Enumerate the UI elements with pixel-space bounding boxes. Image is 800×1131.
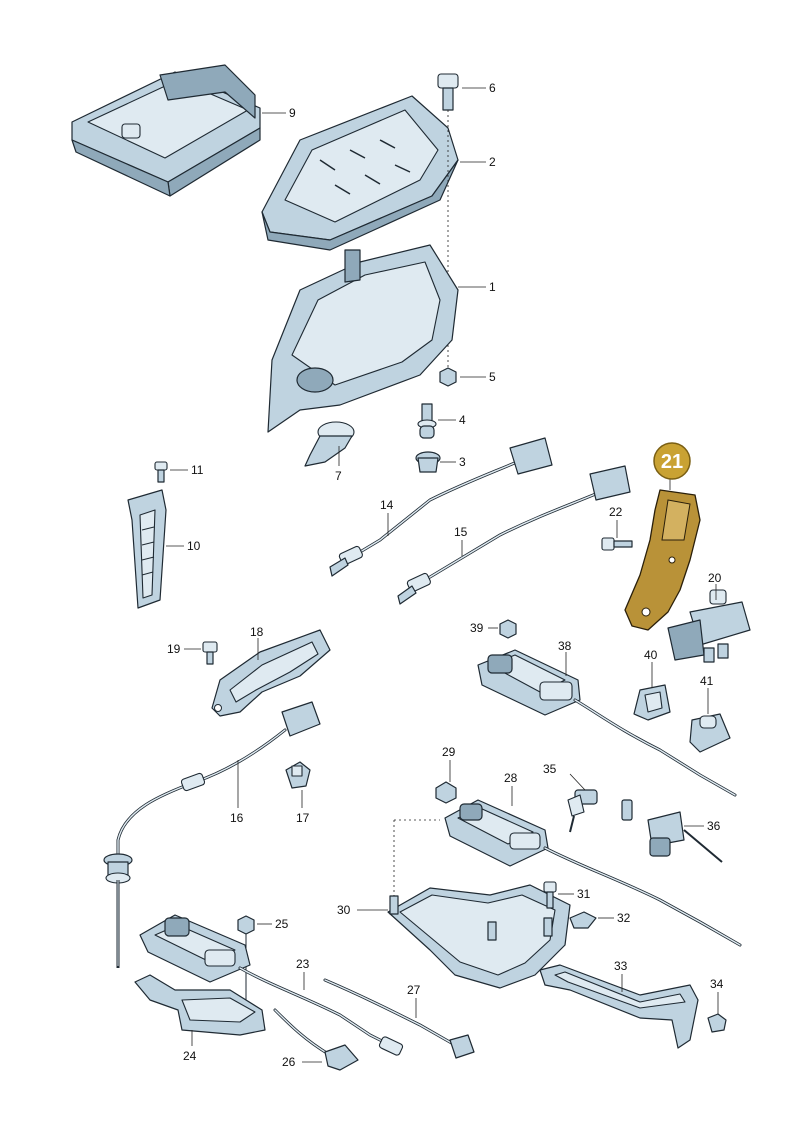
highlight-badge — [653, 442, 691, 480]
label-16: 16 — [230, 811, 244, 825]
label-10: 10 — [187, 539, 201, 553]
part-20-pressure-sensor: 20 — [667, 571, 751, 663]
label-20: 20 — [708, 571, 722, 585]
part-32-clip-nut: 32 — [569, 911, 631, 929]
part-10-sensor: 10 — [127, 489, 201, 609]
part-19-screw: 19 — [167, 641, 218, 665]
label-4: 4 — [459, 413, 466, 427]
part-26-cable: 26 — [273, 1008, 359, 1071]
label-40: 40 — [644, 648, 658, 662]
part-30-mounting-plate: 30 — [337, 819, 571, 989]
part-31-screw: 31 — [543, 881, 591, 909]
label-11: 11 — [191, 463, 204, 477]
label-2: 2 — [489, 155, 496, 169]
label-3: 3 — [459, 455, 466, 469]
label-6: 6 — [489, 81, 496, 95]
label-35: 35 — [543, 762, 557, 776]
label-26: 26 — [282, 1055, 296, 1069]
label-19: 19 — [167, 642, 181, 656]
label-36: 36 — [707, 819, 721, 833]
part-11-screw: 11 — [154, 461, 204, 483]
label-38: 38 — [558, 639, 572, 653]
part-39-nut: 39 — [470, 619, 517, 639]
part-21-bracket: 21 — [624, 442, 701, 631]
label-18: 18 — [250, 625, 264, 639]
label-29: 29 — [442, 745, 456, 759]
part-28-sensor-module: 28 — [444, 771, 742, 947]
part-36-connector: 36 — [621, 799, 723, 863]
label-34: 34 — [710, 977, 724, 991]
part-40-clip: 40 — [633, 648, 671, 721]
label-23: 23 — [296, 957, 310, 971]
label-17: 17 — [296, 811, 310, 825]
part-7-vent: 7 — [304, 421, 355, 483]
label-39: 39 — [470, 621, 484, 635]
label-41: 41 — [700, 674, 714, 688]
label-28: 28 — [504, 771, 518, 785]
part-9-control-unit: 9 — [71, 64, 296, 197]
label-31: 31 — [577, 887, 591, 901]
part-34-nut: 34 — [707, 977, 727, 1033]
label-33: 33 — [614, 959, 628, 973]
part-4-stud: 4 — [417, 403, 466, 439]
part-14-sensor-cable: 14 — [329, 437, 553, 577]
part-5-nut: 5 — [439, 367, 496, 387]
label-9: 9 — [289, 106, 296, 120]
part-17-clip: 17 — [285, 761, 311, 825]
label-30: 30 — [337, 903, 351, 917]
label-32: 32 — [617, 911, 631, 925]
label-27: 27 — [407, 983, 421, 997]
part-6-bolt: 6 — [437, 73, 496, 111]
label-24: 24 — [183, 1049, 197, 1063]
label-14: 14 — [380, 498, 394, 512]
part-2-cover: 2 — [261, 95, 496, 251]
part-35-sensor: 35 — [543, 762, 598, 833]
part-18-bracket: 18 — [211, 625, 331, 717]
label-22: 22 — [609, 505, 623, 519]
part-24-sensor-module: 24 — [134, 914, 266, 1063]
part-41-clip: 41 — [689, 674, 731, 753]
label-1: 1 — [489, 280, 496, 294]
part-16-temperature-sensor: 16 — [103, 701, 321, 968]
part-23-sensor-cable: 23 — [238, 957, 404, 1056]
part-1-housing: 1 — [267, 244, 496, 433]
part-15-sensor-cable: 15 — [397, 465, 631, 605]
label-21: 21 — [661, 451, 683, 473]
label-25: 25 — [275, 917, 289, 931]
label-15: 15 — [454, 525, 468, 539]
part-38-sensor-module: 38 — [477, 639, 737, 797]
part-22-screw: 22 — [601, 505, 633, 551]
part-27-cable: 27 — [323, 978, 475, 1059]
part-29-nut: 29 — [435, 745, 457, 804]
part-33-bracket-rail: 33 — [539, 959, 699, 1049]
label-5: 5 — [489, 370, 496, 384]
label-7: 7 — [335, 469, 342, 483]
part-3-grommet: 3 — [415, 451, 466, 473]
